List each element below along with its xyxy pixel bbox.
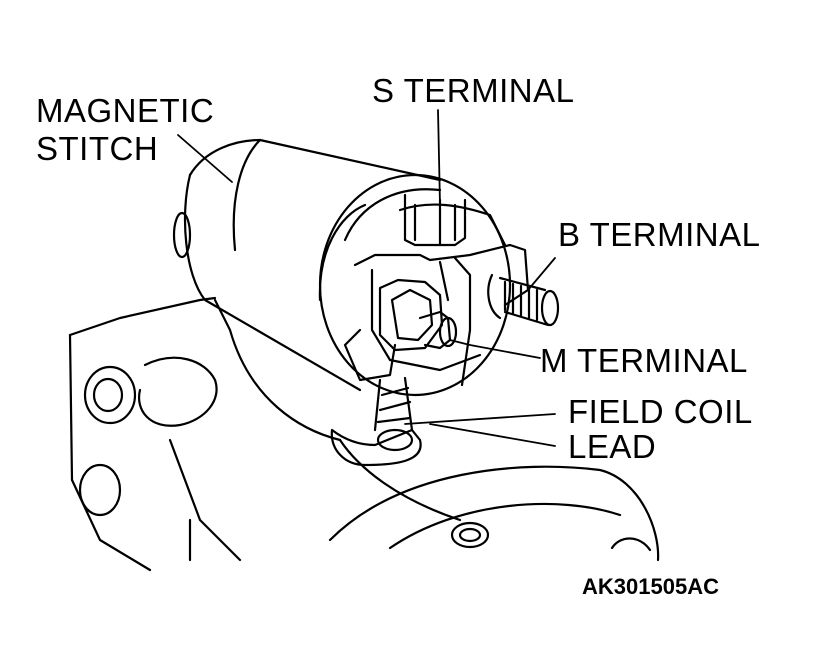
b-terminal-label: B TERMINAL [558, 216, 761, 253]
leader-field-coil-upper [404, 413, 556, 425]
magnetic-stitch-label-line1: MAGNETIC [36, 92, 215, 129]
terminal-block [353, 193, 530, 387]
starter-housing [68, 296, 660, 572]
leader-s-terminal [437, 109, 441, 206]
figure-code: AK301505AC [582, 574, 719, 599]
field-coil-label-line2: LEAD [568, 428, 657, 465]
leader-b-terminal [527, 257, 556, 291]
leader-m-terminal [449, 339, 541, 359]
solenoid-body [172, 138, 512, 397]
leader-magnetic [177, 134, 233, 183]
field-coil-label-line1: FIELD COIL [568, 393, 753, 430]
magnetic-stitch-label-line2: STITCH [36, 130, 159, 167]
leader-lines [177, 109, 556, 447]
field-coil-lead [330, 328, 422, 467]
b-terminal-stud [487, 273, 560, 327]
m-terminal-label: M TERMINAL [540, 342, 748, 379]
m-terminal-stud [378, 278, 458, 352]
leader-field-coil-lower [429, 423, 556, 447]
s-terminal-label: S TERMINAL [372, 72, 575, 109]
